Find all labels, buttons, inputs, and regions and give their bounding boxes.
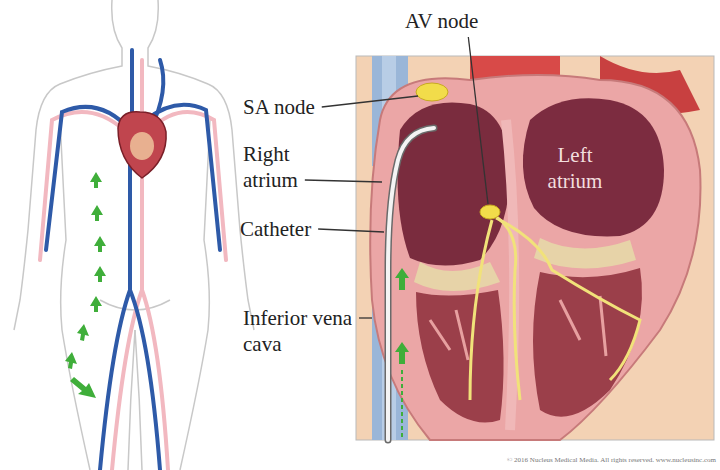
leader-line: [322, 96, 418, 107]
part-label: SA node: [243, 94, 353, 120]
part-label: Right atrium: [243, 141, 323, 193]
leader-line: [305, 180, 382, 182]
leader-line: [468, 37, 488, 204]
veins: [46, 50, 220, 470]
arteries: [40, 60, 226, 470]
part-label: Catheter: [240, 216, 350, 242]
small-heart: [118, 112, 166, 178]
part-label: Left atrium: [532, 142, 618, 194]
flow-arrows: [65, 172, 106, 398]
body-outline: [14, 0, 254, 470]
heart-panel: [356, 56, 714, 440]
leader-line: [318, 229, 384, 232]
leader-line: [359, 317, 372, 318]
part-label: AV node: [405, 8, 515, 34]
part-label: Inferior vena cava: [243, 305, 353, 357]
copyright-note: © 2016 Nucleus Medical Media. All rights…: [470, 456, 716, 465]
